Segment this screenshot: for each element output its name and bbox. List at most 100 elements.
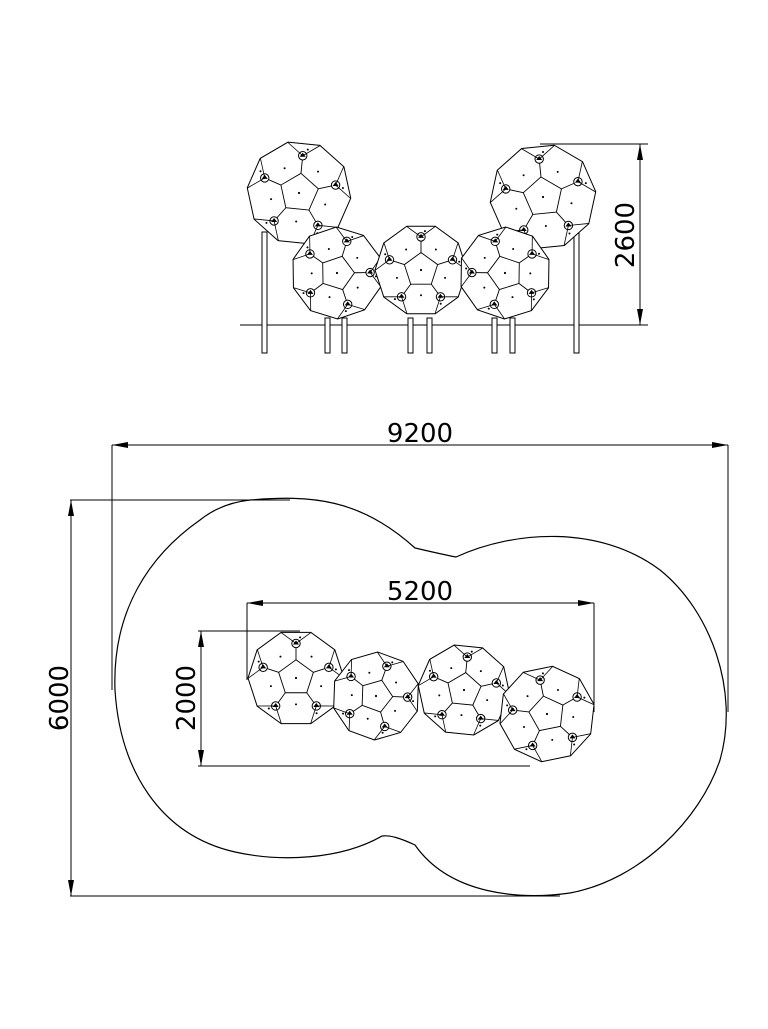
dome-hold — [585, 182, 587, 184]
dome-hold — [328, 248, 330, 250]
support-post — [325, 318, 330, 353]
climbing-dome — [375, 226, 467, 314]
dimension-arrow — [198, 631, 204, 647]
dimension-arrow — [112, 442, 128, 448]
dome-hold — [480, 670, 482, 672]
dome-hold — [270, 685, 272, 687]
dimension-overall-width: 9200 — [112, 419, 728, 712]
dome-hold — [529, 272, 531, 274]
dome-hold — [284, 167, 286, 169]
dome-hold — [295, 703, 297, 705]
dome-hold — [420, 294, 422, 296]
dimension-arrow — [578, 600, 594, 606]
dome-hold — [545, 225, 547, 227]
dome-hold — [303, 292, 305, 294]
dimension-arrow — [637, 144, 643, 160]
dome-hold — [525, 748, 527, 750]
support-post — [492, 318, 497, 353]
support-post — [574, 232, 579, 353]
dimension-arrow — [637, 309, 643, 325]
dome-hold — [542, 151, 544, 153]
dome-hold — [311, 272, 313, 274]
dome-hold — [342, 713, 344, 715]
dome-hold — [295, 677, 297, 679]
dome-hold — [394, 710, 396, 712]
dome-hold — [527, 695, 529, 697]
dome-hold — [557, 689, 559, 691]
dome-hold — [551, 739, 553, 741]
dome-hold — [542, 672, 544, 674]
dome-hold — [570, 202, 572, 204]
dome-hold — [311, 656, 313, 658]
dimension-label-height: 2600 — [611, 202, 641, 268]
dome-hold — [450, 667, 452, 669]
dome-hold — [412, 700, 414, 702]
dome-hold — [463, 689, 465, 691]
dome-hold — [479, 725, 481, 727]
dome-hold — [435, 249, 437, 251]
dimension-label-overall-width: 9200 — [387, 419, 453, 449]
dome-hold — [345, 310, 347, 312]
dome-hold — [572, 716, 574, 718]
dimension-arrow — [68, 500, 74, 516]
dome-hold — [295, 220, 297, 222]
dome-hold — [511, 296, 513, 298]
support-post — [342, 318, 347, 353]
dome-hold — [486, 699, 488, 701]
dome-hold — [512, 248, 514, 250]
dome-hold — [542, 196, 544, 198]
climbing-dome — [248, 632, 344, 723]
dome-hold — [368, 672, 370, 674]
support-post — [262, 232, 267, 353]
dome-hold — [260, 170, 262, 172]
dimension-arrow — [247, 600, 263, 606]
dome-hold — [440, 303, 442, 305]
dome-hold — [460, 714, 462, 716]
dome-hold — [546, 713, 548, 715]
dome-hold — [523, 726, 525, 728]
dome-hold — [515, 208, 517, 210]
dome-hold — [324, 204, 326, 206]
dome-hold — [348, 669, 350, 671]
dome-hold — [438, 694, 440, 696]
dome-hold — [316, 712, 318, 714]
dimension-label-overall-depth: 6000 — [45, 665, 75, 731]
support-post — [510, 318, 515, 353]
dome-hold — [395, 681, 397, 683]
dome-hold — [265, 222, 267, 224]
dome-hold — [471, 651, 473, 653]
dome-hold — [336, 272, 338, 274]
dome-hold — [465, 268, 467, 270]
dome-hold — [356, 257, 358, 259]
dome-hold — [335, 668, 337, 670]
dimension-arrow — [68, 880, 74, 896]
dome-hold — [499, 182, 501, 184]
dimension-label-structure-depth: 2000 — [172, 665, 202, 731]
climbing-dome — [418, 645, 510, 735]
dome-hold — [270, 198, 272, 200]
dome-hold — [557, 171, 559, 173]
dome-hold — [420, 269, 422, 271]
dome-hold — [306, 246, 308, 248]
dimension-arrow — [712, 442, 728, 448]
dome-hold — [351, 694, 353, 696]
dome-hold — [396, 277, 398, 279]
support-post — [408, 318, 413, 353]
dome-hold — [538, 253, 540, 255]
dome-hold — [488, 308, 490, 310]
climbing-dome — [293, 227, 381, 319]
dome-hold — [394, 298, 396, 300]
climbing-dome — [461, 227, 549, 319]
elevation-climbing-domes — [247, 142, 596, 319]
dome-hold — [384, 253, 386, 255]
dome-hold — [444, 277, 446, 279]
climbing-dome — [500, 666, 594, 761]
dome-hold — [268, 707, 270, 709]
plan-view: 9200 6000 5200 2000 — [45, 419, 728, 896]
dome-hold — [568, 232, 570, 234]
dome-hold — [307, 149, 309, 151]
dome-hold — [583, 697, 585, 699]
dome-hold — [375, 695, 377, 697]
dome-hold — [429, 670, 431, 672]
